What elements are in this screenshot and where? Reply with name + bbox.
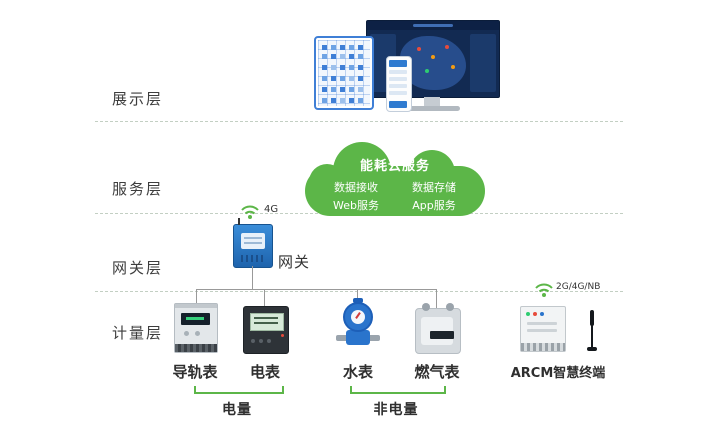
led-green: [526, 312, 530, 316]
terminal-network-badge: 2G/4G/NB: [556, 282, 601, 292]
connector-drop-dinrail: [196, 289, 197, 304]
map-marker: [451, 65, 455, 69]
meter-display: [250, 313, 284, 331]
gateway-terminals: [241, 255, 265, 262]
terminal-label-bar: [527, 322, 557, 325]
antenna-rod-top: [590, 310, 594, 326]
water-meter-dial: [343, 302, 373, 332]
monitor-stand-neck: [424, 97, 440, 106]
phone-app-row: [389, 91, 407, 95]
phone-device: [386, 56, 412, 112]
terminal-label: ARCM智慧终端: [510, 366, 606, 381]
phone-app-row: [389, 84, 407, 88]
map-marker: [445, 45, 449, 49]
meter-button: [251, 339, 255, 343]
gas-meter-device: [415, 303, 461, 354]
gas-odometer: [430, 331, 454, 339]
din-rail-meter-device: [174, 303, 218, 353]
terminal-leds: [526, 312, 560, 317]
cloud-title: 能耗云服务: [359, 159, 430, 174]
group-label-electric: 电量: [222, 402, 252, 418]
meter-display-line: [254, 317, 278, 319]
meter-button: [259, 339, 263, 343]
phone-app-footer: [389, 101, 407, 108]
tablet-device: [314, 36, 374, 110]
led-red: [533, 312, 537, 316]
connector-drop-water: [357, 289, 358, 299]
layer-label-service: 服务层: [112, 180, 164, 198]
connector-drop-power: [264, 289, 265, 307]
layer-label-metering: 计量层: [112, 324, 164, 342]
phone-app-header: [389, 60, 407, 67]
meter-button: [184, 331, 189, 336]
tablet-screen: [318, 40, 370, 106]
cloud-service-item: 数据存储: [412, 181, 456, 194]
meter-display-line: [254, 322, 278, 324]
layer-divider-3: [95, 291, 623, 292]
energy-cloud-service: 能耗云服务 数据接收 数据存储 Web服务 App服务: [305, 142, 485, 218]
group-label-non-electric: 非电量: [373, 402, 419, 418]
phone-app-row: [389, 70, 407, 74]
connector-gateway-trunk: [252, 266, 253, 290]
water-meter-cap: [353, 298, 363, 303]
layer-label-gateway: 网关层: [112, 259, 164, 277]
terminal-terminals: [521, 343, 565, 351]
layer-label-display: 展示层: [112, 90, 164, 108]
gateway-antenna-stub: [238, 218, 240, 225]
antenna-base: [587, 347, 597, 351]
meter-digits: [186, 317, 204, 320]
cloud-service-item: Web服务: [333, 199, 379, 212]
tablet-grid-cells: [322, 45, 327, 50]
gas-pipe: [422, 303, 430, 311]
cloud-shape: [305, 166, 485, 216]
antenna-rod: [591, 325, 593, 347]
monitor-stand-base: [404, 106, 460, 111]
meter-label-gas: 燃气表: [414, 363, 460, 381]
terminal-label-bar: [527, 329, 557, 332]
wifi-icon: [241, 205, 259, 219]
bracket-electric: [194, 386, 284, 394]
antenna-icon: [584, 310, 600, 354]
wifi-icon: [535, 283, 553, 297]
gateway-label: 网关: [278, 253, 311, 271]
arcm-terminal-device: [520, 306, 566, 352]
cloud-service-list: 数据接收 数据存储 Web服务 App服务: [317, 179, 473, 213]
led-blue: [540, 312, 544, 316]
layer-divider-1: [95, 121, 623, 122]
cloud-service-item: App服务: [412, 199, 456, 212]
connector-drop-gas: [436, 289, 437, 309]
bracket-non-electric: [350, 386, 446, 394]
gateway-device: [233, 218, 273, 268]
map-marker: [425, 69, 429, 73]
din-clip: [175, 304, 217, 308]
water-meter-device: [336, 298, 380, 352]
gateway-front-panel: [241, 233, 265, 249]
gateway-network-badge: 4G: [264, 204, 279, 215]
power-meter-device: [243, 306, 289, 354]
gateway-panel-line: [244, 242, 262, 244]
dashboard-right-panel: [470, 34, 496, 92]
gas-meter-front: [421, 317, 454, 345]
map-marker: [431, 55, 435, 59]
gas-pipe: [446, 303, 454, 311]
meter-label-power: 电表: [249, 363, 280, 381]
connector-bus: [196, 289, 437, 290]
cloud-service-item: 数据接收: [334, 181, 378, 194]
map-marker: [417, 47, 421, 51]
gateway-panel-line: [244, 237, 262, 239]
phone-app-row: [389, 77, 407, 81]
meter-label-water: 水表: [342, 363, 373, 381]
meter-label-dinrail: 导轨表: [172, 363, 218, 381]
meter-button: [195, 331, 200, 336]
dashboard-title-bar: [413, 24, 453, 27]
meter-terminals: [175, 344, 217, 352]
meter-display: [181, 313, 210, 325]
water-meter-body: [346, 330, 370, 345]
meter-led: [281, 334, 284, 337]
meter-button: [267, 339, 271, 343]
